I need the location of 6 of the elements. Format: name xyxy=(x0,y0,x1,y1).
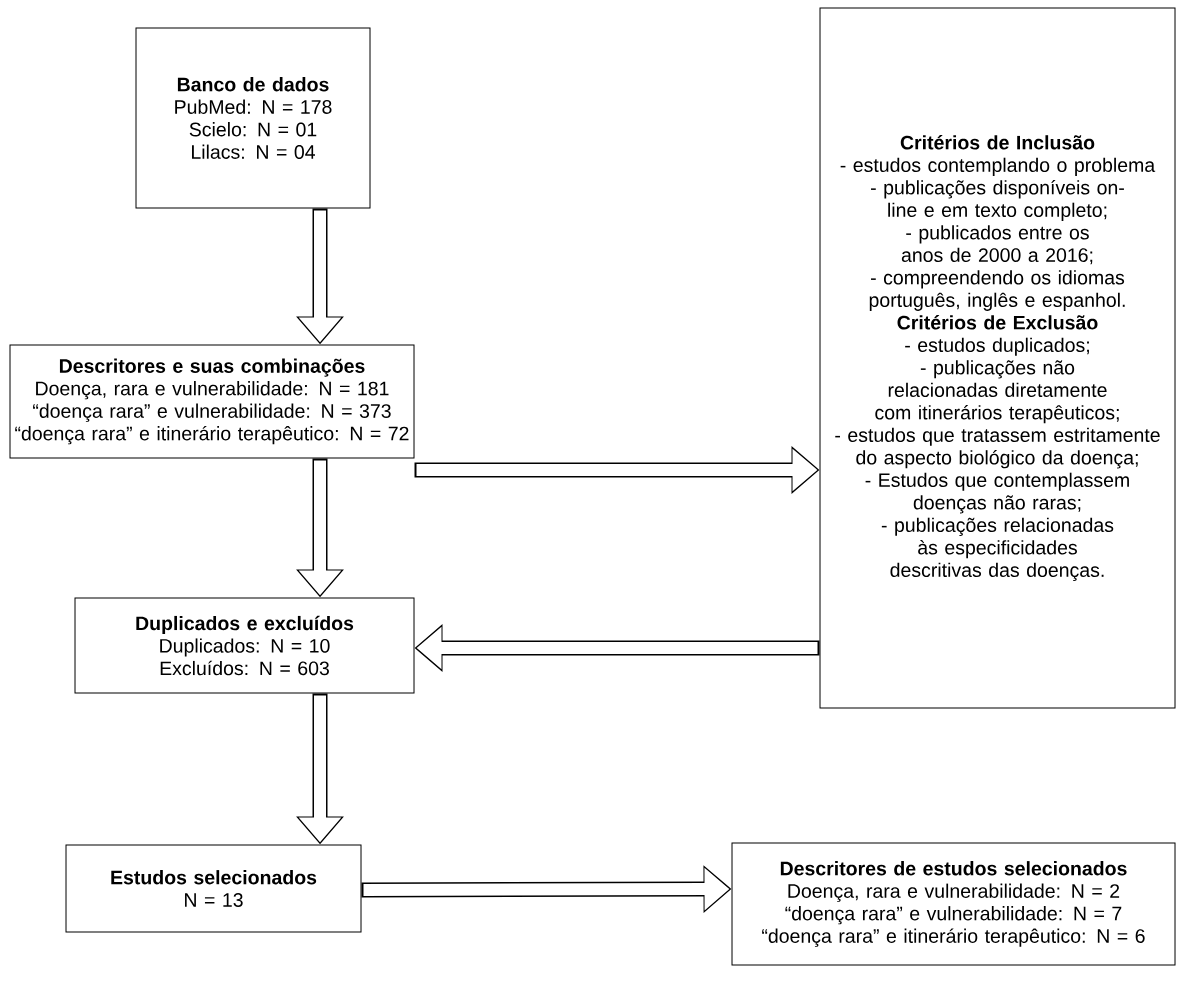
flow-box: Descritores de estudos selecionados Doença, rara e vulnerabilidade: N = 2 “doença rara” e vulnerabilidade: N = 7 “doença rara” e itinerário terapêutico: N = 6 xyxy=(731,842,1176,966)
flow-box: Duplicados e excluídos Duplicados: N = 10 Excluídos: N = 603 xyxy=(74,597,415,694)
flow-box: Banco de dados PubMed: N = 178 Scielo: N = 01 Lilacs: N = 04 xyxy=(135,27,371,209)
flow-box: Critérios de Inclusão - estudos contemplando o problema - publicações disponíveis on-line e em texto completo; - publicados entre os anos de 2000 a 2016; - compreendendo os idiomas português, inglês e espanhol. Critérios de Exclusão - estudos duplicados; - publicações não relacionadas diretamente com itinerários terapêuticos; - estudos que tratassem estritamente do aspecto biológico da doença; - Estudos que contemplassem doenças não raras; - publicações relacionadas às especificidades descritivas das doenças. xyxy=(819,7,1176,709)
flow-box: Descritores e suas combinações Doença, rara e vulnerabilidade: N = 181 “doença rara” e vulnerabilidade: N = 373 “doença rara” e itinerário terapêutico: N = 72 xyxy=(9,344,415,459)
flow-box: Estudos selecionados N = 13 xyxy=(65,844,362,933)
